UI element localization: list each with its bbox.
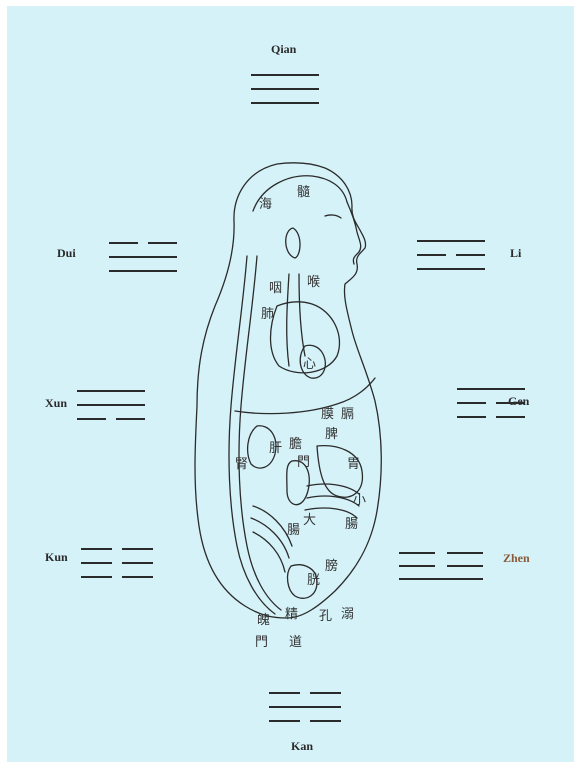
yang-line — [77, 390, 145, 392]
yin-line-segment — [456, 254, 485, 256]
label-heart: 心 — [303, 357, 316, 372]
trigram-label-zhen: Zhen — [503, 551, 530, 566]
trigram-kan — [269, 692, 341, 722]
yang-line — [399, 578, 483, 580]
label-lung: 肺 — [261, 307, 274, 322]
label-po-gate: 門 — [255, 635, 268, 650]
label-small: 小 — [353, 493, 366, 508]
intestine-3 — [307, 496, 359, 506]
label-spleen: 脾 — [325, 427, 338, 442]
trigram-dui — [109, 242, 177, 272]
intestine-7 — [253, 532, 285, 572]
trigram-label-kun: Kun — [45, 550, 68, 565]
trigram-label-kan: Kan — [291, 739, 313, 754]
trigram-label-xun: Xun — [45, 396, 67, 411]
yin-line-segment — [81, 548, 112, 550]
trigram-gen — [457, 388, 525, 418]
yang-line — [251, 74, 319, 76]
label-jing-dao: 道 — [289, 635, 302, 650]
yin-line-segment — [122, 562, 153, 564]
yin-line-segment — [116, 418, 145, 420]
yin-line-segment — [81, 562, 112, 564]
label-small-intestine: 腸 — [345, 517, 358, 532]
label-diaphragm: 膈 — [341, 407, 354, 422]
label-liver: 肝 — [269, 441, 282, 456]
label-large-intestine: 腸 — [287, 523, 300, 538]
label-bladder: 膀 — [325, 558, 338, 574]
yin-line-segment — [447, 565, 483, 567]
intestine-6 — [251, 518, 289, 558]
label-gate: 門 — [297, 455, 310, 470]
trigram-zhen — [399, 552, 483, 580]
label-large: 大 — [303, 513, 316, 528]
trigram-xun — [77, 390, 145, 420]
label-membrane: 膜 — [321, 407, 334, 422]
trigram-label-li: Li — [510, 246, 521, 261]
label-kong: 孔 — [319, 609, 332, 624]
trigram-label-qian: Qian — [271, 42, 296, 57]
yang-line — [251, 88, 319, 90]
human-body-figure: 海 髓 咽 喉 肺 心 膈 膜 脾 肝 膽 門 胃 腎 小 腸 大 腸 膀 胱 … — [7, 6, 573, 762]
trigram-qian — [251, 74, 319, 104]
trigram-li — [417, 240, 485, 270]
label-stomach: 胃 — [347, 457, 360, 472]
yin-line-segment — [81, 576, 112, 578]
yang-line — [417, 268, 485, 270]
trigram-label-dui: Dui — [57, 246, 76, 261]
yin-line-segment — [457, 402, 486, 404]
label-throat: 咽 — [269, 281, 282, 296]
yang-line — [457, 388, 525, 390]
yin-line-segment — [417, 254, 446, 256]
label-larynx: 喉 — [307, 275, 320, 290]
yang-line — [417, 240, 485, 242]
label-niao: 溺 — [341, 607, 354, 622]
label-jing: 精 — [285, 607, 298, 622]
yin-line-segment — [122, 548, 153, 550]
yin-line-segment — [77, 418, 106, 420]
throat-tube-1 — [287, 274, 289, 366]
label-po: 魄 — [257, 612, 270, 628]
yin-line-segment — [399, 565, 435, 567]
yin-line-segment — [148, 242, 177, 244]
yin-line-segment — [457, 416, 486, 418]
trigram-kun — [81, 548, 153, 578]
yang-line — [269, 706, 341, 708]
ear — [286, 228, 300, 258]
label-bladder2: 胱 — [307, 573, 320, 588]
yin-line-segment — [269, 720, 300, 722]
yang-line — [109, 256, 177, 258]
yin-line-segment — [310, 692, 341, 694]
yin-line-segment — [122, 576, 153, 578]
eye — [325, 215, 341, 218]
yin-line-segment — [269, 692, 300, 694]
yin-line-segment — [496, 402, 525, 404]
yin-line-segment — [447, 552, 483, 554]
spine-inner — [239, 256, 281, 610]
yin-line-segment — [496, 416, 525, 418]
label-brain-sea: 海 — [259, 197, 272, 212]
yin-line-segment — [399, 552, 435, 554]
yang-line — [77, 404, 145, 406]
label-marrow: 髓 — [297, 185, 310, 200]
throat-tube-2 — [299, 274, 305, 356]
yang-line — [251, 102, 319, 104]
label-gall: 膽 — [289, 437, 302, 452]
intestine-2 — [307, 484, 359, 494]
yin-line-segment — [109, 242, 138, 244]
page-background: 海 髓 咽 喉 肺 心 膈 膜 脾 肝 膽 門 胃 腎 小 腸 大 腸 膀 胱 … — [7, 6, 574, 762]
yang-line — [109, 270, 177, 272]
yin-line-segment — [310, 720, 341, 722]
label-kidney: 腎 — [235, 457, 248, 472]
